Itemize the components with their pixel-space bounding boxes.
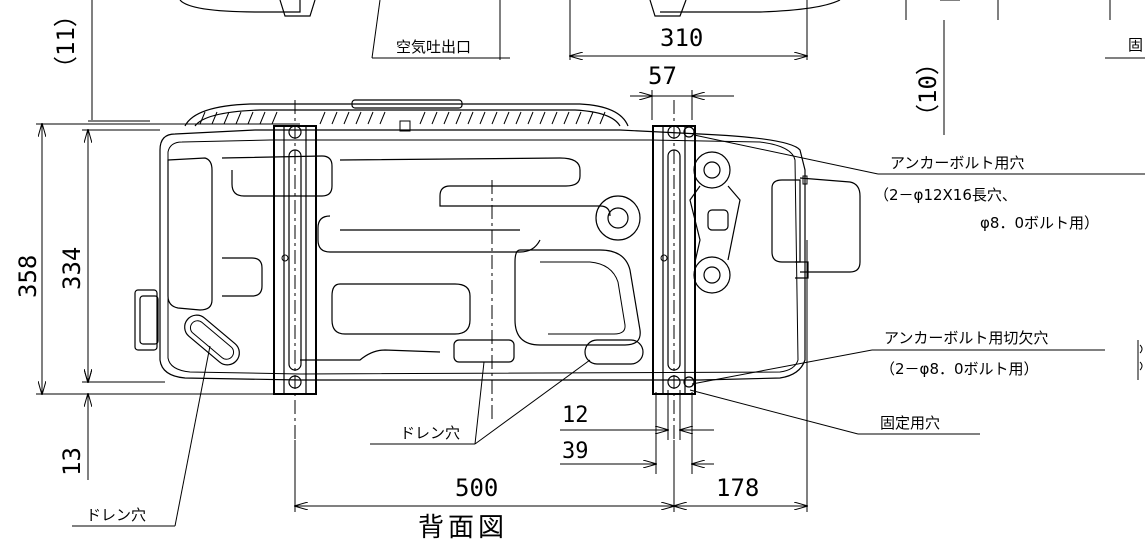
- fixing-hole-label: 固定用穴: [880, 414, 940, 432]
- air-outlet-label: 空気吐出口: [396, 38, 471, 56]
- top-view-fragment: [179, 0, 1111, 60]
- dimension-12: 12: [560, 390, 714, 440]
- dimension-500: 500: [295, 440, 674, 512]
- drain-slot-left: [184, 314, 240, 366]
- drain-hole-center-callout: ドレン穴: [370, 359, 591, 445]
- unit-body: [134, 99, 861, 440]
- dim-500-text: 500: [455, 474, 498, 502]
- dim-11-text: （11）: [52, 3, 80, 80]
- dimension-334: 334: [36, 130, 276, 395]
- drain-hole-left-label: ドレン穴: [86, 506, 146, 524]
- right-edge-fragment: [1137, 340, 1143, 380]
- dim-334-text: 334: [58, 247, 86, 290]
- dim-310-text: 310: [660, 24, 703, 52]
- fixing-label-top: 固: [1128, 36, 1143, 54]
- dim-57-text: 57: [648, 62, 677, 90]
- dim-178-text: 178: [716, 474, 759, 502]
- dim-12-text: 12: [562, 403, 589, 428]
- anchor-bolt-notch-spec: （2－φ8．0ボルト用）: [880, 360, 1039, 378]
- dimension-178: 178: [674, 240, 807, 512]
- air-outlet-callout: 空気吐出口: [372, 38, 510, 59]
- dim-39-text: 39: [562, 439, 589, 464]
- drain-hole-center-label: ドレン穴: [400, 424, 460, 442]
- dimension-57: 57: [630, 62, 734, 120]
- anchor-bolt-hole-spec-2: φ8．0ボルト用）: [980, 214, 1099, 232]
- dimension-11: （11）: [52, 0, 150, 122]
- anchor-bolt-notch-label: アンカーボルト用切欠穴: [884, 329, 1048, 347]
- drain-hole-left-callout: ドレン穴: [72, 345, 211, 527]
- dimension-13: 13: [58, 362, 88, 480]
- dimension-358: 358: [14, 124, 300, 394]
- dimension-310: 310: [570, 24, 807, 56]
- top-right-callout: 固: [1105, 36, 1145, 59]
- anchor-bolt-hole-spec-1: （2－φ12X16長穴、: [874, 186, 1017, 204]
- view-title: 背面図: [418, 513, 508, 540]
- dimension-10: （10）: [914, 20, 945, 135]
- grille-slats: [199, 111, 606, 125]
- anchor-bolt-hole-callout: アンカーボルト用穴 （2－φ12X16長穴、 φ8．0ボルト用）: [693, 134, 1145, 232]
- dim-10-text: （10）: [914, 51, 942, 128]
- mounting-leg-right: [652, 125, 696, 395]
- dimension-39: 39: [560, 392, 714, 474]
- anchor-bolt-notch-callout: アンカーボルト用切欠穴 （2－φ8．0ボルト用）: [691, 329, 1105, 385]
- anchor-bolt-hole-label: アンカーボルト用穴: [890, 154, 1024, 172]
- dim-13-text: 13: [58, 447, 86, 476]
- fixing-hole-callout: 固定用穴: [689, 389, 980, 435]
- dim-358-text: 358: [14, 255, 42, 298]
